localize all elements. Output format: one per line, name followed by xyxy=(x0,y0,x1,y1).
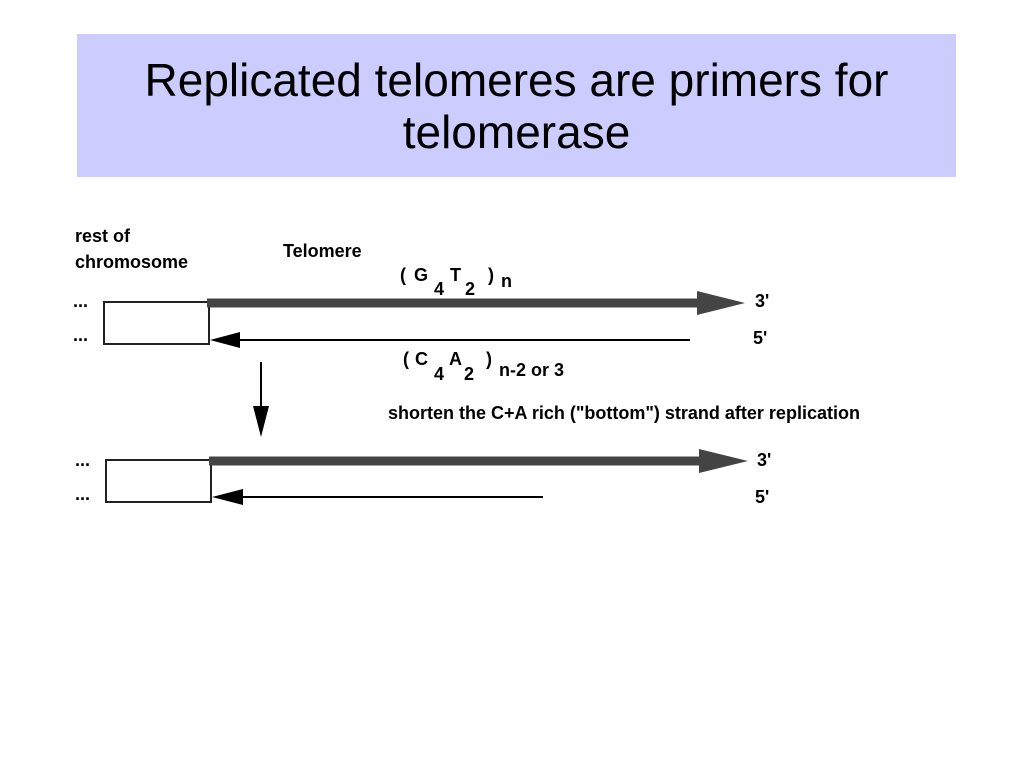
bottom-strand-ellipsis: ... xyxy=(73,325,89,345)
bottom-repeat-base2: A xyxy=(449,349,462,369)
top-repeat-base1: G xyxy=(414,265,429,285)
top-strand-ellipsis: ... xyxy=(73,291,89,311)
rest-label-line1: rest of xyxy=(75,226,131,246)
lower-5prime-label: 5' xyxy=(755,487,770,507)
g-strand-after-arrowhead xyxy=(699,449,748,473)
slide-title: Replicated telomeres are primers for tel… xyxy=(144,53,889,158)
chromosome-box-after xyxy=(105,459,212,503)
top-repeat-close: ) xyxy=(488,265,494,285)
rest-of-chromosome-label: rest of chromosome xyxy=(75,225,188,273)
title-box: Replicated telomeres are primers for tel… xyxy=(77,34,956,177)
bottom-repeat-count: n-2 or 3 xyxy=(499,360,565,380)
chromosome-box-before xyxy=(103,301,210,345)
top-repeat-base2: T xyxy=(450,265,461,285)
top-repeat-count: n xyxy=(501,271,512,291)
down-arrow-head xyxy=(253,406,269,437)
bottom-repeat-sub2: 2 xyxy=(464,364,475,384)
top-5prime-label: 5' xyxy=(753,328,768,348)
lower-top-ellipsis: ... xyxy=(75,450,91,470)
top-repeat-sub2: 2 xyxy=(465,279,476,299)
bottom-repeat-base1: C xyxy=(415,349,428,369)
top-repeat-sub1: 4 xyxy=(434,279,445,299)
bottom-repeat-close: ) xyxy=(486,349,492,369)
telomere-label: Telomere xyxy=(283,241,362,261)
top-repeat-open: ( xyxy=(400,265,406,285)
c-strand-before-arrowhead xyxy=(210,332,240,348)
shorten-caption: shorten the C+A rich ("bottom") strand a… xyxy=(388,403,860,423)
bottom-repeat-sub1: 4 xyxy=(434,364,445,384)
g-strand-before-arrowhead xyxy=(697,291,745,315)
lower-bottom-ellipsis: ... xyxy=(75,484,91,504)
rest-label-line2: chromosome xyxy=(75,252,189,272)
top-3prime-label: 3' xyxy=(755,291,770,311)
bottom-repeat-open: ( xyxy=(403,349,409,369)
lower-3prime-label: 3' xyxy=(757,450,772,470)
c-strand-after-arrowhead xyxy=(212,489,243,505)
